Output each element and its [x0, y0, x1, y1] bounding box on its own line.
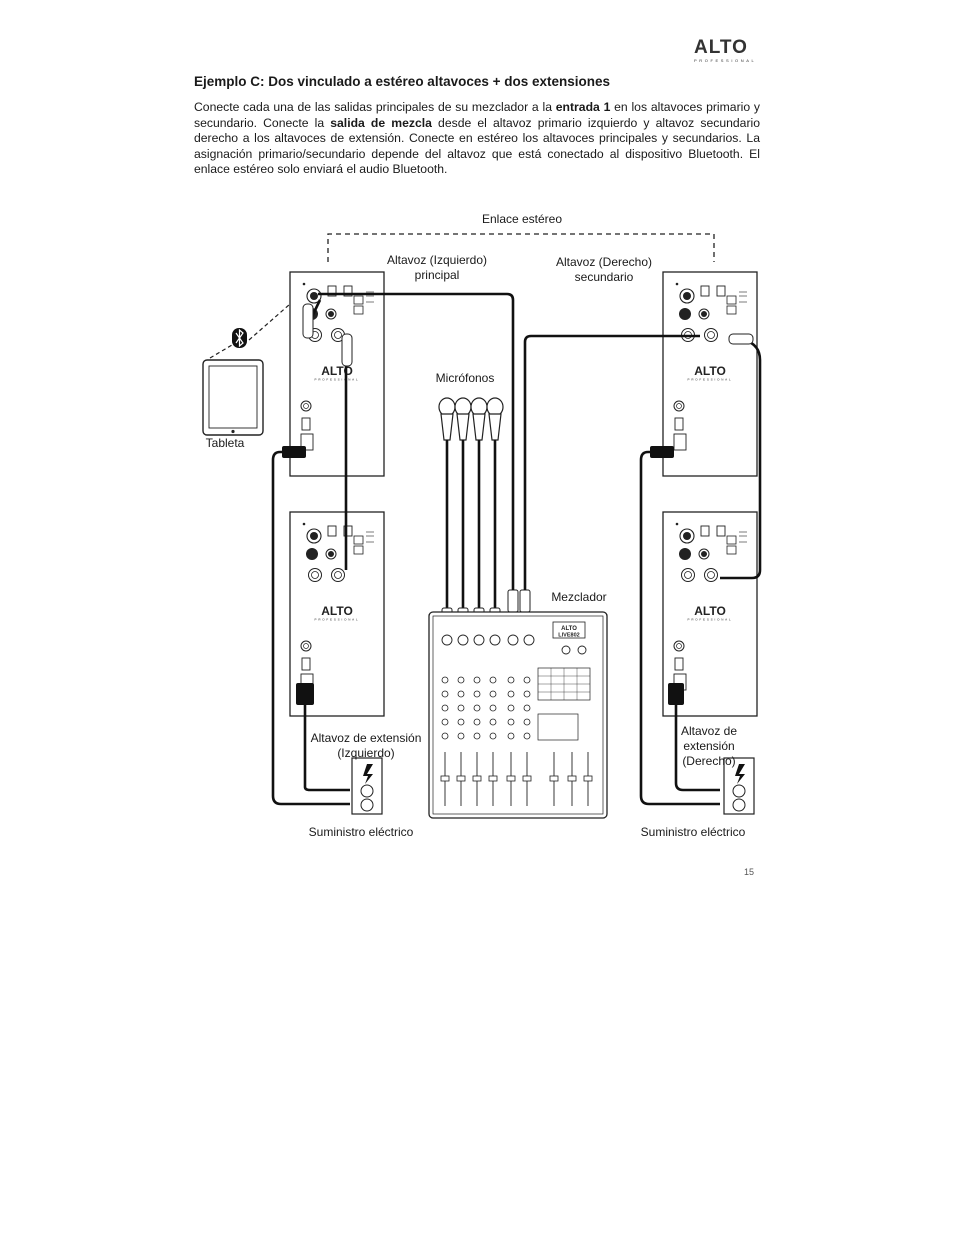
- body-segment: en los altavoces primario y secundario. …: [194, 100, 760, 130]
- xlr-plug: [341, 333, 353, 367]
- body-bold-segment: salida de mezcla: [330, 115, 432, 130]
- logo-subtitle: PROFESSIONAL: [694, 58, 757, 63]
- label-microphones: Micrófonos: [435, 371, 495, 385]
- label-extension-left: Altavoz de extensión (Izquierdo): [310, 731, 422, 760]
- speaker-right-secondary: [662, 271, 758, 477]
- section-title: Ejemplo C: Dos vinculado a estéreo altav…: [194, 74, 611, 89]
- body-segment: desde el altavoz primario izquierdo y al…: [194, 115, 760, 177]
- microphone-group: [438, 397, 504, 441]
- mixer-device: ALTO LIVE802: [428, 611, 608, 819]
- power-outlet-right: [723, 757, 755, 815]
- alto-logo: ALTO PROFESSIONAL: [694, 38, 762, 64]
- body-segment: Conecte cada una de las salidas principa…: [194, 100, 556, 114]
- svg-text:LIVE802: LIVE802: [558, 633, 579, 639]
- label-power-right: Suministro eléctrico: [640, 825, 746, 839]
- logo-word: ALTO: [694, 37, 748, 58]
- label-left-primary: Altavoz (Izquierdo) principal: [386, 253, 488, 282]
- stereo-link-line: [327, 233, 715, 262]
- speaker-left-primary: [289, 271, 385, 477]
- power-outlet-left: [351, 757, 383, 815]
- label-stereo-link: Enlace estéreo: [481, 212, 563, 226]
- bluetooth-link-line: [209, 344, 233, 359]
- mic-cables: [445, 440, 497, 610]
- body-bold-segment: entrada 1: [555, 100, 611, 114]
- page-number: 15: [744, 867, 755, 877]
- xlr-plug: [302, 303, 314, 339]
- label-mixer: Mezclador: [551, 590, 607, 604]
- power-plugs: [282, 446, 684, 705]
- bluetooth-icon: [232, 328, 247, 348]
- label-tablet: Tableta: [205, 436, 245, 450]
- section-body: Conecte cada una de las salidas principa…: [194, 100, 760, 178]
- label-power-left: Suministro eléctrico: [308, 825, 414, 839]
- tablet-device: [202, 359, 264, 436]
- svg-text:ALTO: ALTO: [561, 626, 577, 632]
- label-right-secondary: Altavoz (Derecho) secundario: [555, 255, 653, 284]
- main-out-cables: [318, 292, 700, 590]
- label-extension-right: Altavoz de extensión (Derecho): [680, 724, 738, 768]
- power-cables: [271, 450, 720, 806]
- xlr-plug: [728, 333, 754, 345]
- bluetooth-link-line: [248, 303, 291, 341]
